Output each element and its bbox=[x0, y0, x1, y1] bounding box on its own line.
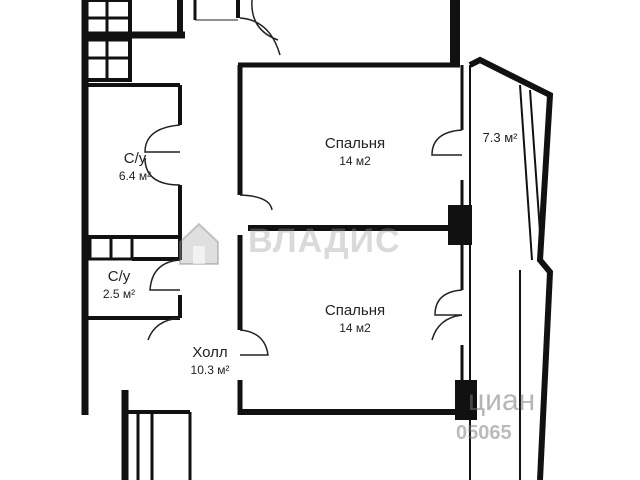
room-name: Спальня bbox=[324, 302, 386, 319]
balcony-outline bbox=[468, 56, 554, 480]
room-name: С/у bbox=[107, 268, 131, 285]
room-label-bath2: С/у 2.5 м² bbox=[88, 268, 150, 302]
room-area: 14 м2 bbox=[339, 154, 371, 168]
room-label-bedroom2: Спальня 14 м2 bbox=[305, 302, 405, 336]
room-label-bedroom1: Спальня 14 м2 bbox=[305, 135, 405, 169]
site-watermark: циан bbox=[468, 384, 536, 417]
room-name: С/у bbox=[123, 150, 147, 167]
house-logo-icon bbox=[179, 222, 219, 265]
agency-watermark: ВЛАДИС bbox=[248, 222, 401, 260]
room-label-balcony: 7.3 м² bbox=[470, 130, 530, 146]
room-name: Холл bbox=[192, 344, 228, 361]
doors bbox=[144, 0, 463, 356]
site-watermark-number: 05065 bbox=[456, 422, 512, 444]
room-label-bath1: С/у 6.4 м² bbox=[100, 150, 170, 184]
room-area: 14 м2 bbox=[339, 321, 371, 335]
room-label-hall: Холл 10.3 м² bbox=[175, 344, 245, 378]
room-name: Спальня bbox=[324, 135, 386, 152]
room-area: 6.4 м² bbox=[118, 169, 152, 183]
walls bbox=[81, 0, 477, 480]
room-area: 7.3 м² bbox=[482, 130, 518, 145]
room-area: 10.3 м² bbox=[190, 363, 230, 377]
left-window-column bbox=[83, 0, 134, 261]
room-area: 2.5 м² bbox=[102, 287, 136, 301]
